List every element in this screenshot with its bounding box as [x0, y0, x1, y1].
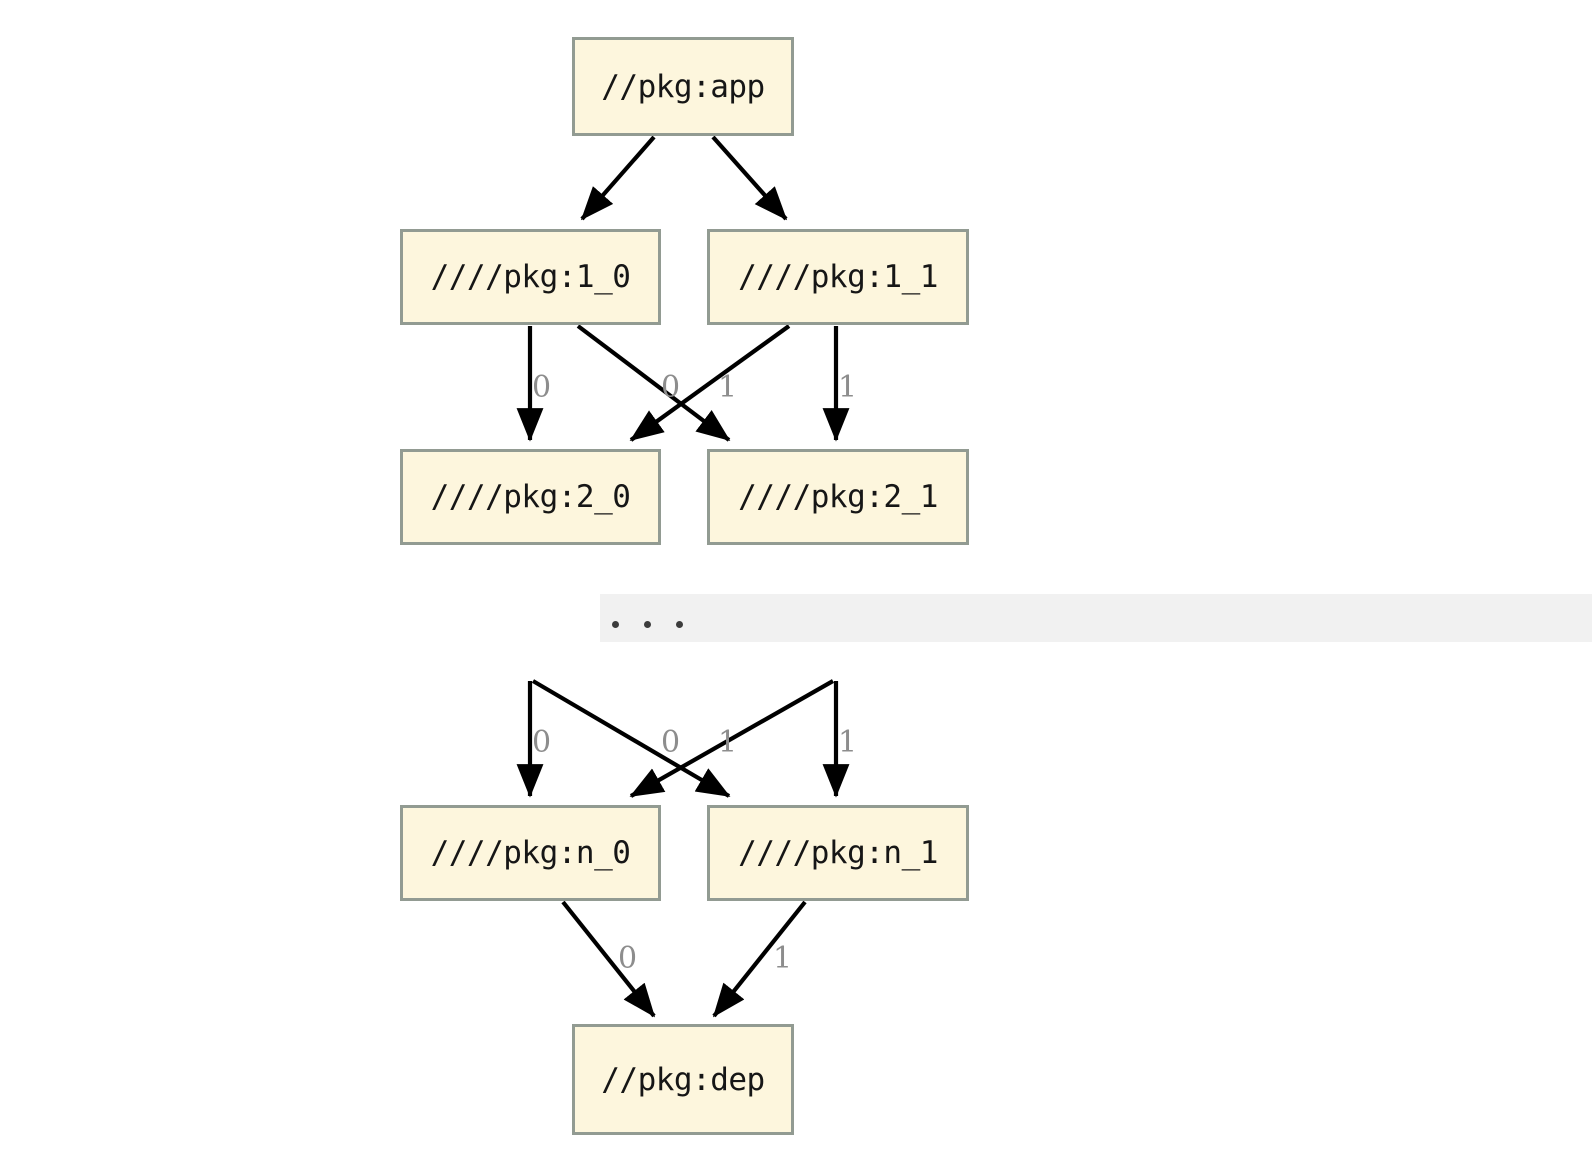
- node-app[interactable]: //pkg:app: [572, 37, 794, 136]
- ellipsis-dots: [600, 621, 683, 642]
- edge-above-to-n-0-cross: [629, 679, 835, 798]
- edge-label-above-to-n-1: 1: [838, 725, 858, 760]
- edge-label-n-1-to-dep: 1: [773, 941, 793, 976]
- node-pkg-n-1-label: ////pkg:n_1: [738, 835, 938, 871]
- node-app-label: //pkg:app: [601, 68, 765, 105]
- node-pkg-2-0[interactable]: ////pkg:2_0: [400, 449, 661, 545]
- edge-label-above-to-n-1-cross: 0: [661, 725, 681, 760]
- edge-above-to-n-1-cross: [531, 679, 731, 798]
- node-pkg-n-1[interactable]: ////pkg:n_1: [707, 805, 969, 901]
- edge-label-n-0-to-dep: 0: [618, 941, 638, 976]
- node-pkg-n-0-label: ////pkg:n_0: [430, 835, 631, 871]
- ellipsis-band: [600, 594, 1592, 642]
- edge-label-above-to-n-0: 0: [532, 725, 552, 760]
- ellipsis-dot-1: [612, 621, 619, 628]
- edge-label-1-1-to-2-0: 1: [718, 370, 738, 405]
- node-dep[interactable]: //pkg:dep: [572, 1024, 794, 1135]
- edge-n-0-to-dep: [561, 900, 656, 1018]
- node-pkg-n-0[interactable]: ////pkg:n_0: [400, 805, 661, 901]
- edge-label-1-0-to-2-1: 0: [661, 370, 681, 405]
- ellipsis-dot-3: [676, 621, 683, 628]
- ellipsis-dot-2: [644, 621, 651, 628]
- node-pkg-1-1[interactable]: ////pkg:1_1: [707, 229, 969, 325]
- edge-label-1-0-to-2-0: 0: [532, 370, 552, 405]
- node-pkg-2-1-label: ////pkg:2_1: [738, 479, 938, 515]
- node-pkg-1-1-label: ////pkg:1_1: [738, 259, 938, 295]
- edge-app-to-1-1: [711, 135, 788, 221]
- edge-app-to-1-0: [580, 135, 656, 221]
- edge-1-1-to-2-0: [629, 324, 791, 442]
- edge-label-1-1-to-2-1: 1: [838, 370, 858, 405]
- node-pkg-2-0-label: ////pkg:2_0: [430, 479, 631, 515]
- node-dep-label: //pkg:dep: [601, 1061, 765, 1098]
- edge-1-0-to-2-1: [576, 324, 731, 442]
- edge-label-above-to-n-0-cross: 1: [718, 725, 738, 760]
- node-pkg-1-0-label: ////pkg:1_0: [430, 259, 631, 295]
- edge-n-1-to-dep: [712, 900, 807, 1018]
- node-pkg-1-0[interactable]: ////pkg:1_0: [400, 229, 661, 325]
- node-pkg-2-1[interactable]: ////pkg:2_1: [707, 449, 969, 545]
